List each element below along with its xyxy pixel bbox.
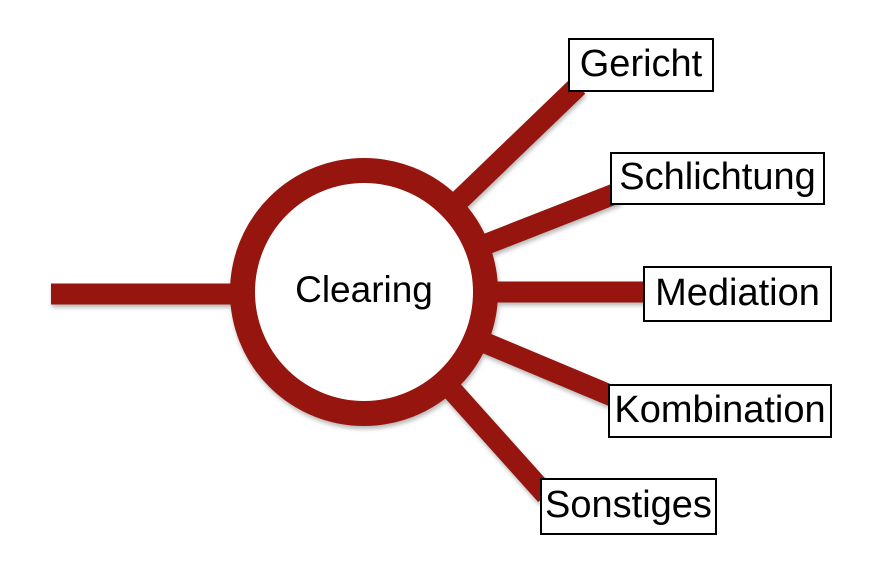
- branch-node-kombination: Kombination: [608, 384, 832, 438]
- branch-node-label: Gericht: [579, 42, 703, 85]
- branch-node-mediation: Mediation: [643, 266, 832, 322]
- branch-node-label: Kombination: [614, 388, 826, 431]
- branch-node-schlichtung: Schlichtung: [610, 152, 825, 205]
- branch-node-gericht: Gericht: [568, 38, 714, 92]
- center-node-label: Clearing: [295, 269, 433, 310]
- branch-node-label: Schlichtung: [619, 156, 816, 198]
- red-shape-group: [51, 78, 648, 503]
- branch-node-label: Sonstiges: [545, 484, 712, 526]
- branch-node-label: Mediation: [655, 271, 820, 314]
- branch-node-sonstiges: Sonstiges: [540, 478, 717, 535]
- clearing-circle: [230, 158, 498, 426]
